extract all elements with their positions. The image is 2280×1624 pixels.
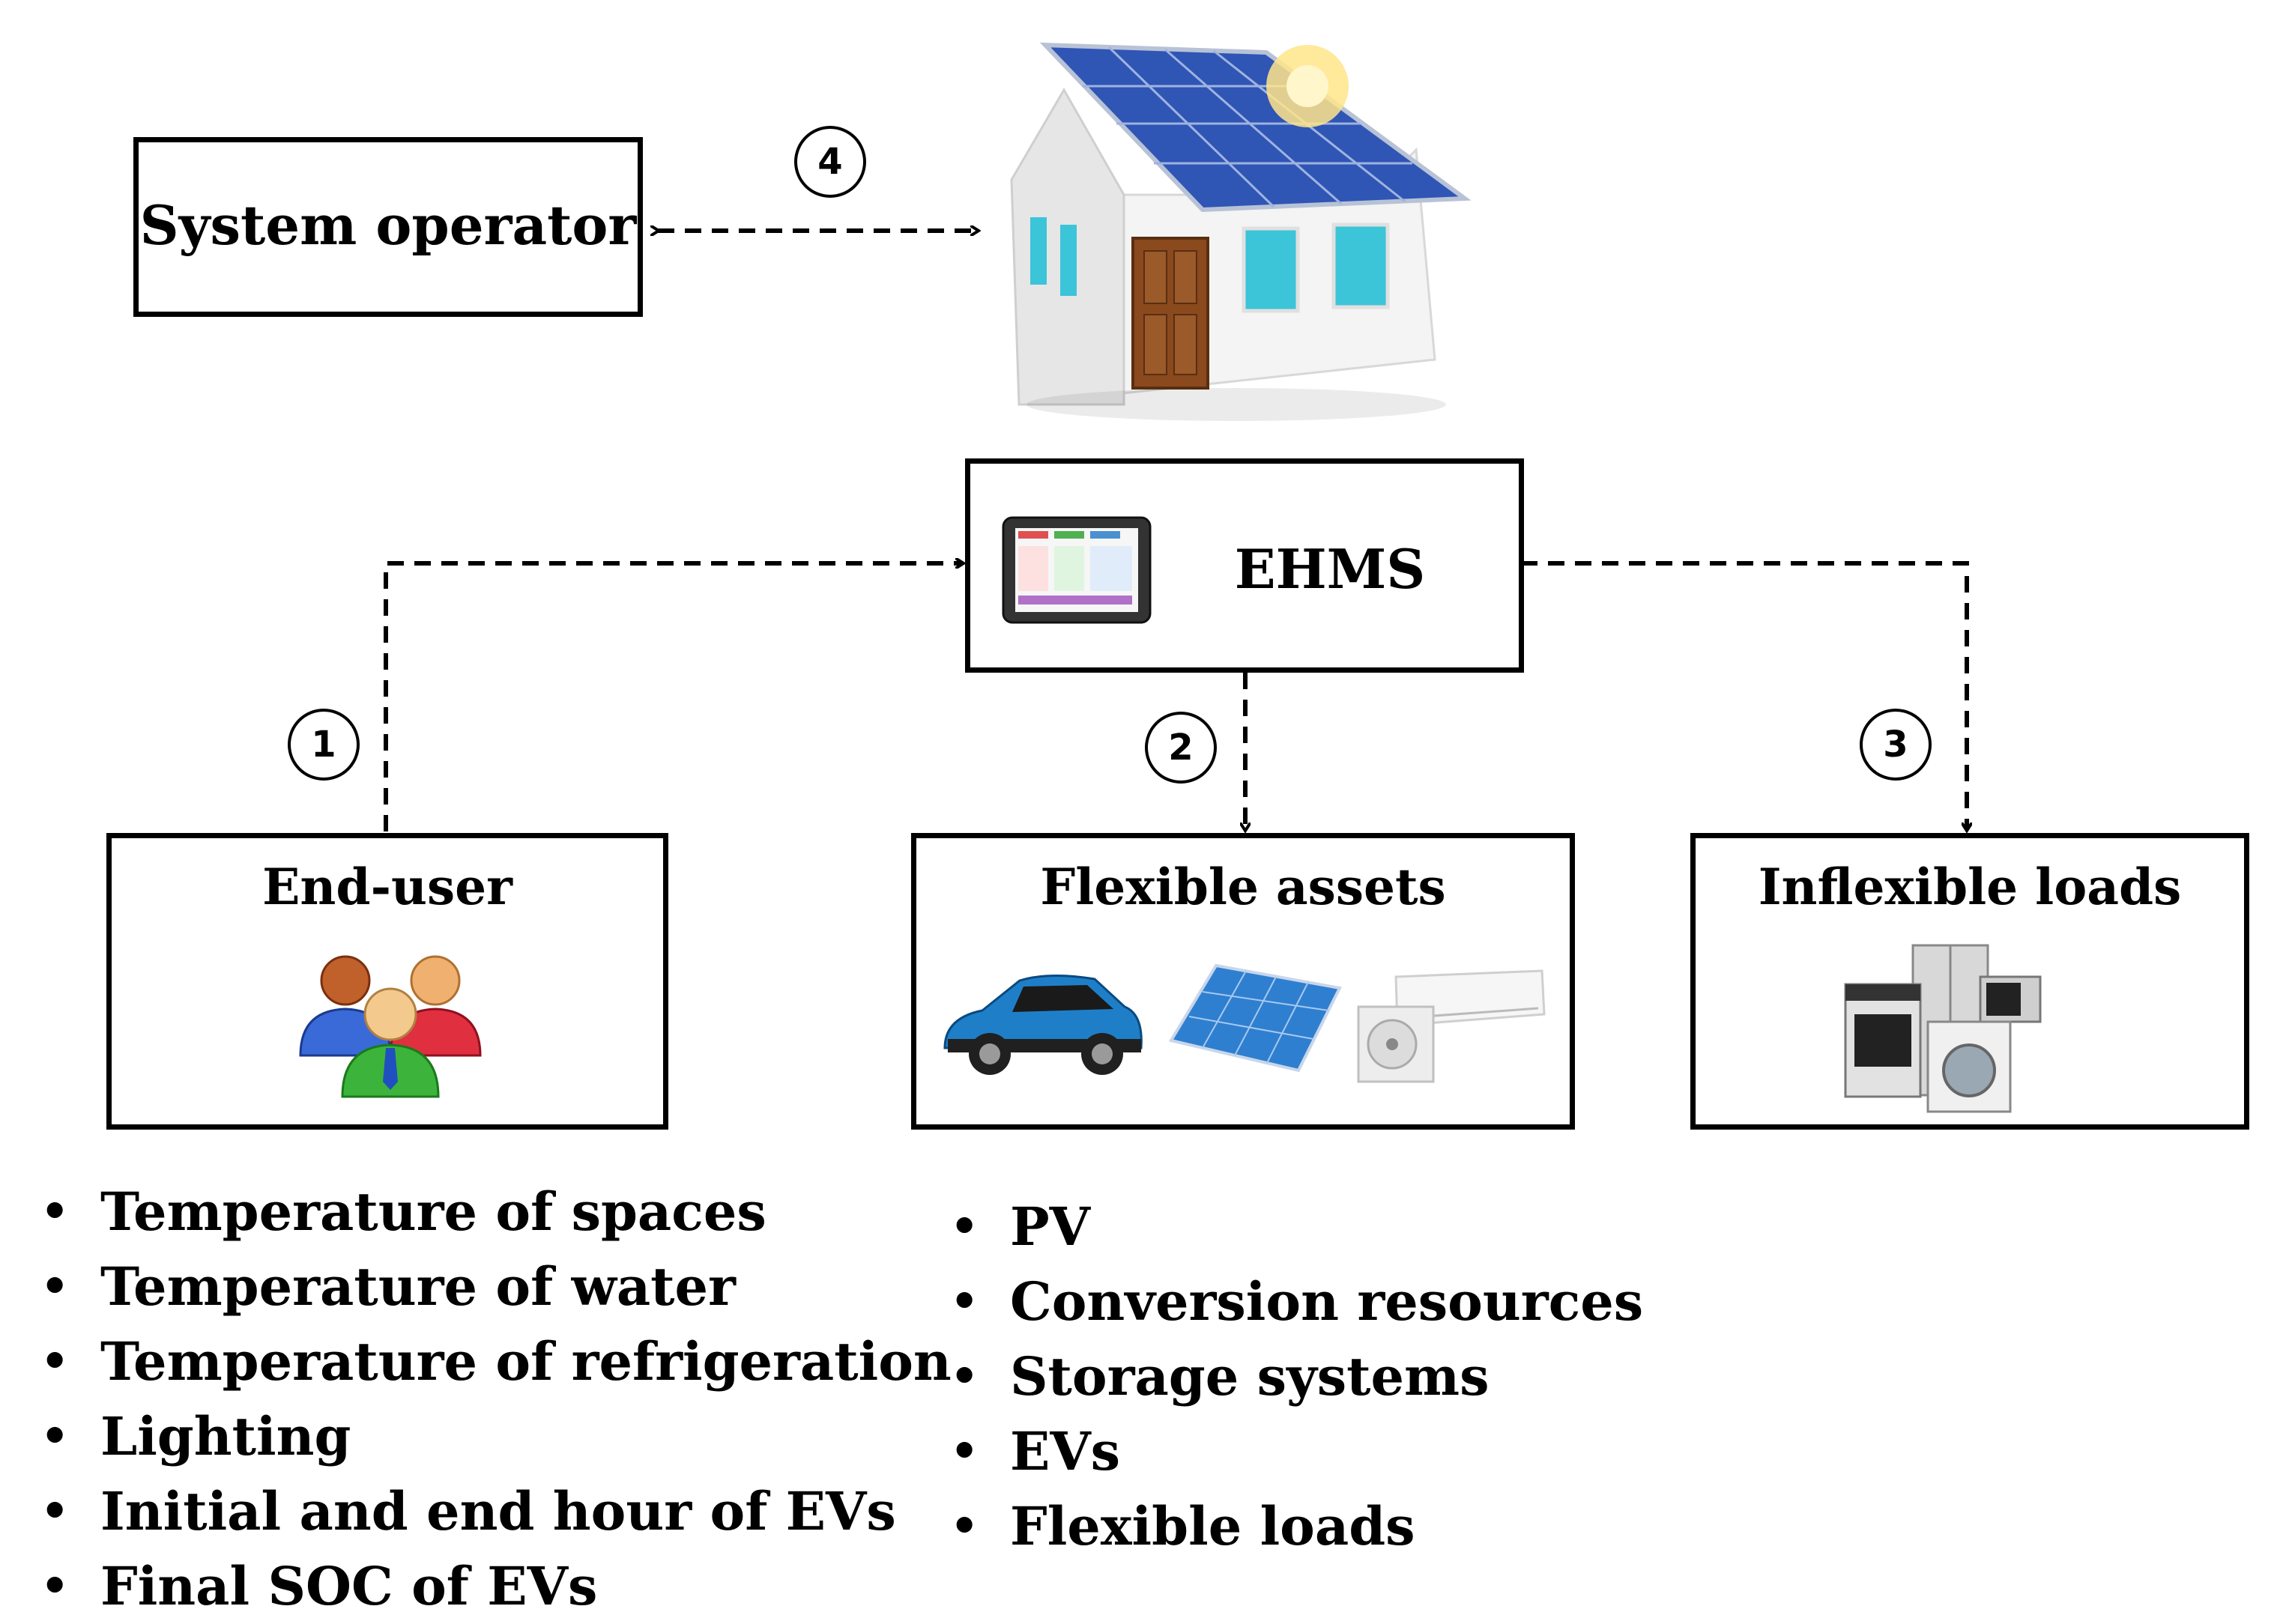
connection-number-1: 1 [288, 709, 360, 781]
users-icon [299, 955, 482, 1098]
flexible-assets-title: Flexible assets [1040, 858, 1446, 916]
flexible-assets-box: Flexible assets [911, 833, 1575, 1130]
list-item: Flexible loads [950, 1489, 1643, 1564]
connection-number-2: 2 [1145, 712, 1217, 784]
inflexible-loads-box: Inflexible loads [1690, 833, 2249, 1130]
air-conditioner-icon [1357, 969, 1546, 1083]
end-user-box: End-user [106, 833, 668, 1130]
list-item: Temperature of refrigeration [40, 1324, 952, 1399]
ehms-box: EHMS [965, 458, 1524, 673]
tablet-icon [1002, 516, 1152, 624]
list-item: Final SOC of EVs [40, 1549, 952, 1624]
connector-1 [384, 563, 963, 831]
appliances-icon [1844, 944, 2042, 1113]
ehms-label: EHMS [1234, 537, 1426, 601]
list-item: PV [950, 1190, 1643, 1264]
connection-number-3: 3 [1860, 709, 1932, 781]
list-item: Initial and end hour of EVs [40, 1474, 952, 1549]
system-operator-box: System operator [133, 137, 643, 317]
system-operator-label: System operator [139, 193, 637, 257]
list-item: Lighting [40, 1399, 952, 1474]
list-item: EVs [950, 1414, 1643, 1489]
list-item: Temperature of spaces [40, 1175, 952, 1249]
electric-car-icon [943, 974, 1143, 1075]
end-user-inputs-list: Temperature of spaces Temperature of wat… [40, 1175, 952, 1624]
connector-3 [1521, 561, 1967, 830]
list-item: Storage systems [950, 1339, 1643, 1414]
solar-panel-icon [1168, 963, 1342, 1073]
list-item: Conversion resources [950, 1264, 1643, 1339]
flexible-assets-list: PV Conversion resources Storage systems … [950, 1190, 1643, 1564]
list-item: Temperature of water [40, 1249, 952, 1324]
inflexible-loads-title: Inflexible loads [1758, 858, 2182, 916]
connection-number-4: 4 [794, 126, 866, 198]
end-user-title: End-user [262, 858, 512, 916]
